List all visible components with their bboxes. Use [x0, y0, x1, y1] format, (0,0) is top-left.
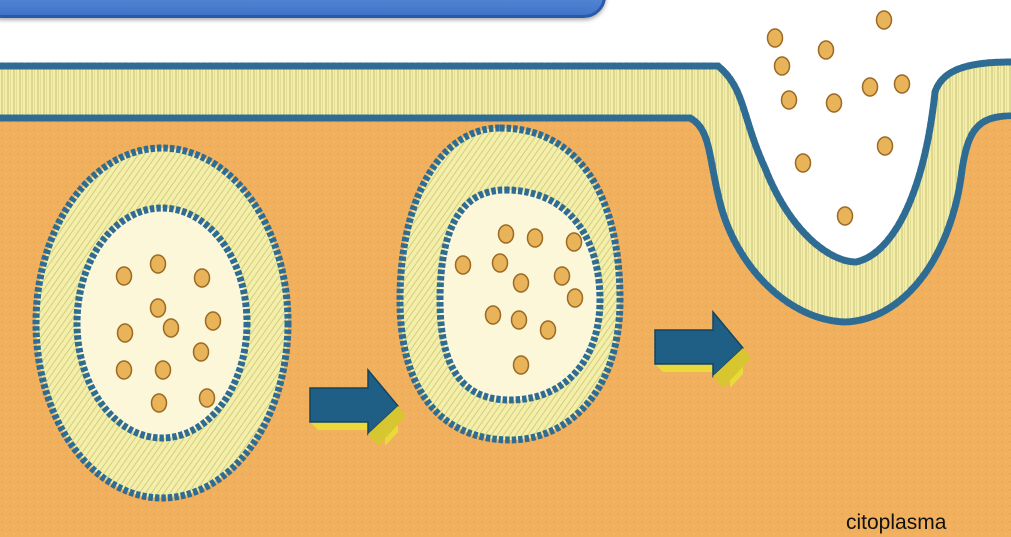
particle [514, 274, 529, 292]
particle [152, 394, 167, 412]
particle [151, 299, 166, 317]
released-particles [768, 11, 910, 225]
particle [775, 57, 790, 75]
particle [768, 29, 783, 47]
particle [200, 389, 215, 407]
particle [878, 137, 893, 155]
particle [493, 254, 508, 272]
particle [512, 311, 527, 329]
particle [819, 41, 834, 59]
cytoplasm-label: citoplasma [846, 511, 946, 535]
particle [194, 343, 209, 361]
particle [499, 225, 514, 243]
particle [827, 94, 842, 112]
vesicle-docking [400, 128, 620, 440]
particle [486, 306, 501, 324]
vesicle-free [36, 148, 288, 498]
particle [118, 324, 133, 342]
particle [568, 289, 583, 307]
particle [456, 256, 471, 274]
particle [151, 255, 166, 273]
particle [895, 75, 910, 93]
particle [796, 154, 811, 172]
particle [555, 267, 570, 285]
particle [206, 312, 221, 330]
particle [541, 321, 556, 339]
particle [863, 78, 878, 96]
particle [195, 269, 210, 287]
particle [117, 361, 132, 379]
particle [514, 356, 529, 374]
particle [567, 233, 582, 251]
particle [528, 229, 543, 247]
particle [838, 207, 853, 225]
particle [877, 11, 892, 29]
particle [117, 267, 132, 285]
particle [782, 91, 797, 109]
particle [156, 361, 171, 379]
particle [164, 319, 179, 337]
